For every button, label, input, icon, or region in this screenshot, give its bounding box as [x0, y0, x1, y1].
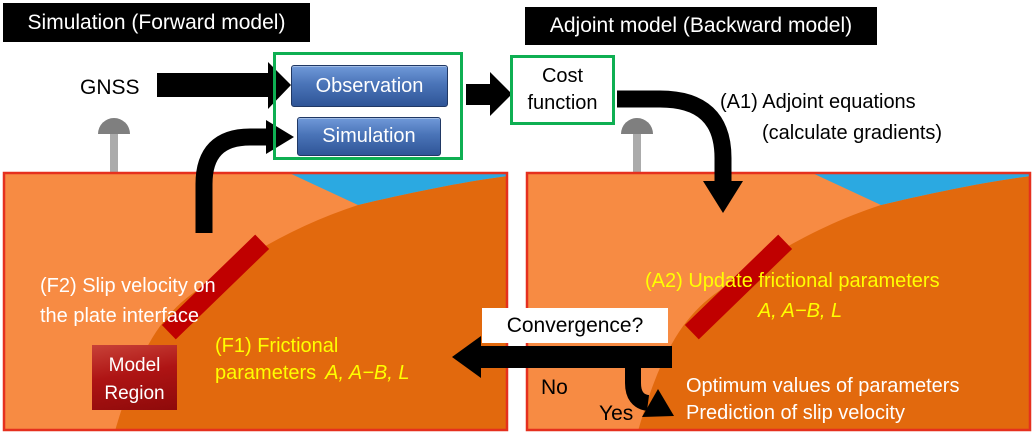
- yes-branch-arrow-shaft: [625, 365, 650, 411]
- f2-line2: the plate interface: [40, 305, 199, 327]
- simulation-feedback-arrow-shaft: [195, 128, 266, 233]
- a2-line1: (A2) Update frictional parameters: [645, 270, 940, 292]
- a1-line2: (calculate gradients): [762, 122, 943, 144]
- adjoint-model-title: Adjoint model (Backward model): [525, 7, 877, 45]
- a2-parameters: A, A−B, L: [757, 300, 843, 322]
- f1-line2: parameters A, A−B, L: [215, 360, 409, 387]
- f1-parameters: A, A−B, L: [325, 362, 410, 384]
- f1-line1: (F1) Frictional: [215, 335, 339, 357]
- a1-line1: (A1) Adjoint equations: [720, 91, 916, 113]
- optimum-result-label: Optimum values of parameters Prediction …: [686, 373, 959, 427]
- to-cost-function-arrow: [466, 72, 512, 116]
- convergence-box: Convergence?: [482, 308, 668, 343]
- model-region-box: Model Region: [92, 345, 177, 410]
- yes-branch-arrowhead: [642, 389, 674, 417]
- cost-function-line1: Cost: [541, 65, 584, 87]
- gnss-label: GNSS: [80, 76, 140, 99]
- a1-adjoint-arrow-shaft: [617, 90, 732, 182]
- simulation-box: Simulation: [297, 117, 441, 156]
- yes-label: Yes: [599, 402, 634, 425]
- result-line1: Optimum values of parameters: [686, 375, 960, 397]
- a1-adjoint-arrowhead: [703, 181, 743, 213]
- a1-adjoint-label: (A1) Adjoint equations (calculate gradie…: [720, 87, 942, 149]
- comparison-frame: [273, 52, 463, 160]
- f1-line2-label: parameters: [215, 362, 317, 384]
- cost-function-box: Cost function: [510, 55, 615, 125]
- cost-function-line2: function: [527, 92, 598, 114]
- result-line2: Prediction of slip velocity: [686, 402, 905, 424]
- no-loop-arrow: [452, 336, 672, 378]
- model-region-line1: Model: [108, 354, 161, 376]
- f2-line1: (F2) Slip velocity on: [40, 275, 216, 297]
- no-label: No: [541, 376, 568, 399]
- observation-box: Observation: [291, 65, 448, 107]
- f2-slip-velocity-label: (F2) Slip velocity on the plate interfac…: [40, 271, 216, 331]
- f1-frictional-label: (F1) Frictional parameters A, A−B, L: [215, 333, 409, 387]
- model-region-line2: Region: [104, 382, 165, 404]
- forward-model-title: Simulation (Forward model): [3, 3, 310, 42]
- gnss-input-arrow: [157, 62, 291, 109]
- a2-update-label: (A2) Update frictional parameters A, A−B…: [645, 266, 1009, 326]
